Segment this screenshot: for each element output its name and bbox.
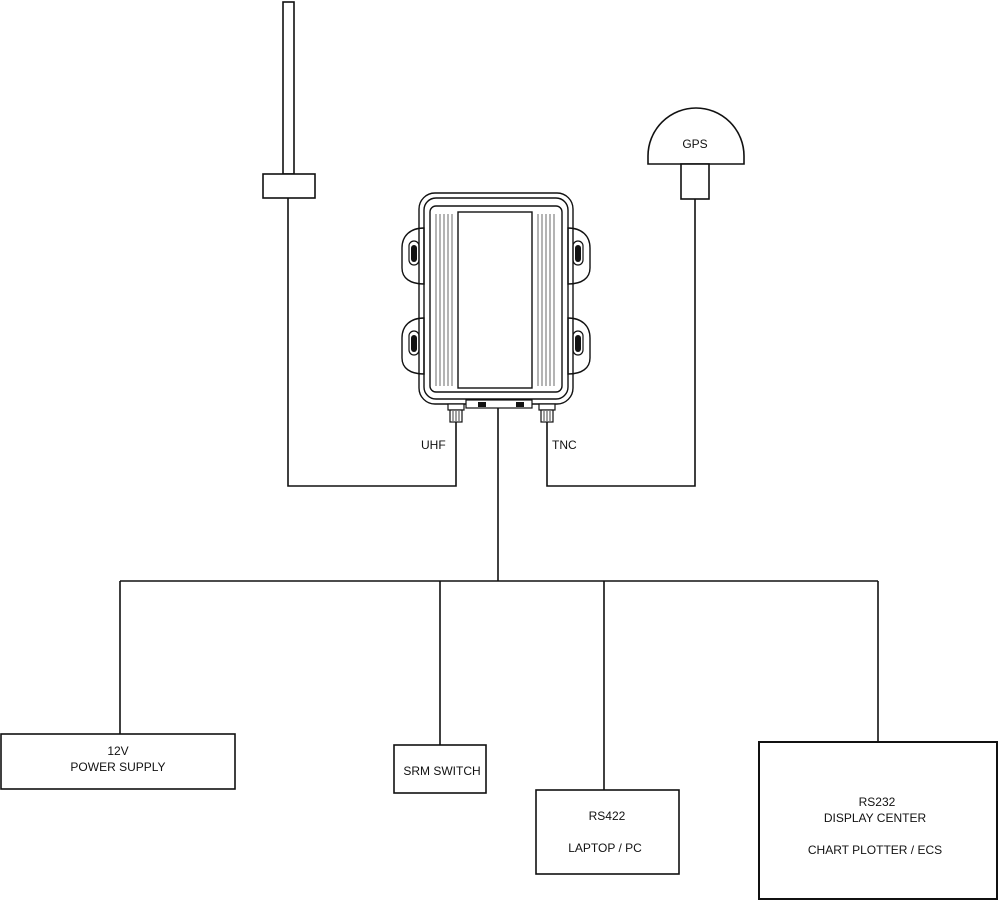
srm-switch-box: SRM SWITCH [394,745,486,793]
tnc-label: TNC [552,438,577,452]
mounting-ear [568,318,590,374]
cooling-fins-right [538,214,554,386]
laptop-label: LAPTOP / PC [568,841,642,855]
power-supply-voltage: 12V [107,744,128,758]
laptop-box: RS422 LAPTOP / PC [536,790,679,874]
vhf-antenna [263,2,315,198]
ais-transponder-unit [402,193,590,422]
cooling-fins-left [436,214,452,386]
power-supply-box: 12V POWER SUPPLY [1,734,235,789]
gps-label: GPS [682,137,707,151]
uhf-connector [448,404,464,422]
display-center-protocol: RS232 [859,795,896,809]
mounting-ear [402,228,424,284]
gps-antenna: GPS [648,108,744,199]
srm-switch-label: SRM SWITCH [403,764,480,778]
display-center-label: DISPLAY CENTER [824,811,927,825]
chart-plotter-label: CHART PLOTTER / ECS [808,843,942,857]
uhf-label: UHF [421,438,446,452]
mounting-ear [402,318,424,374]
power-supply-label: POWER SUPPLY [70,760,165,774]
display-center-box: RS232 DISPLAY CENTER CHART PLOTTER / ECS [759,742,997,899]
tnc-connector [539,404,555,422]
mounting-ear [568,228,590,284]
laptop-protocol: RS422 [589,809,626,823]
data-bus [120,408,878,790]
